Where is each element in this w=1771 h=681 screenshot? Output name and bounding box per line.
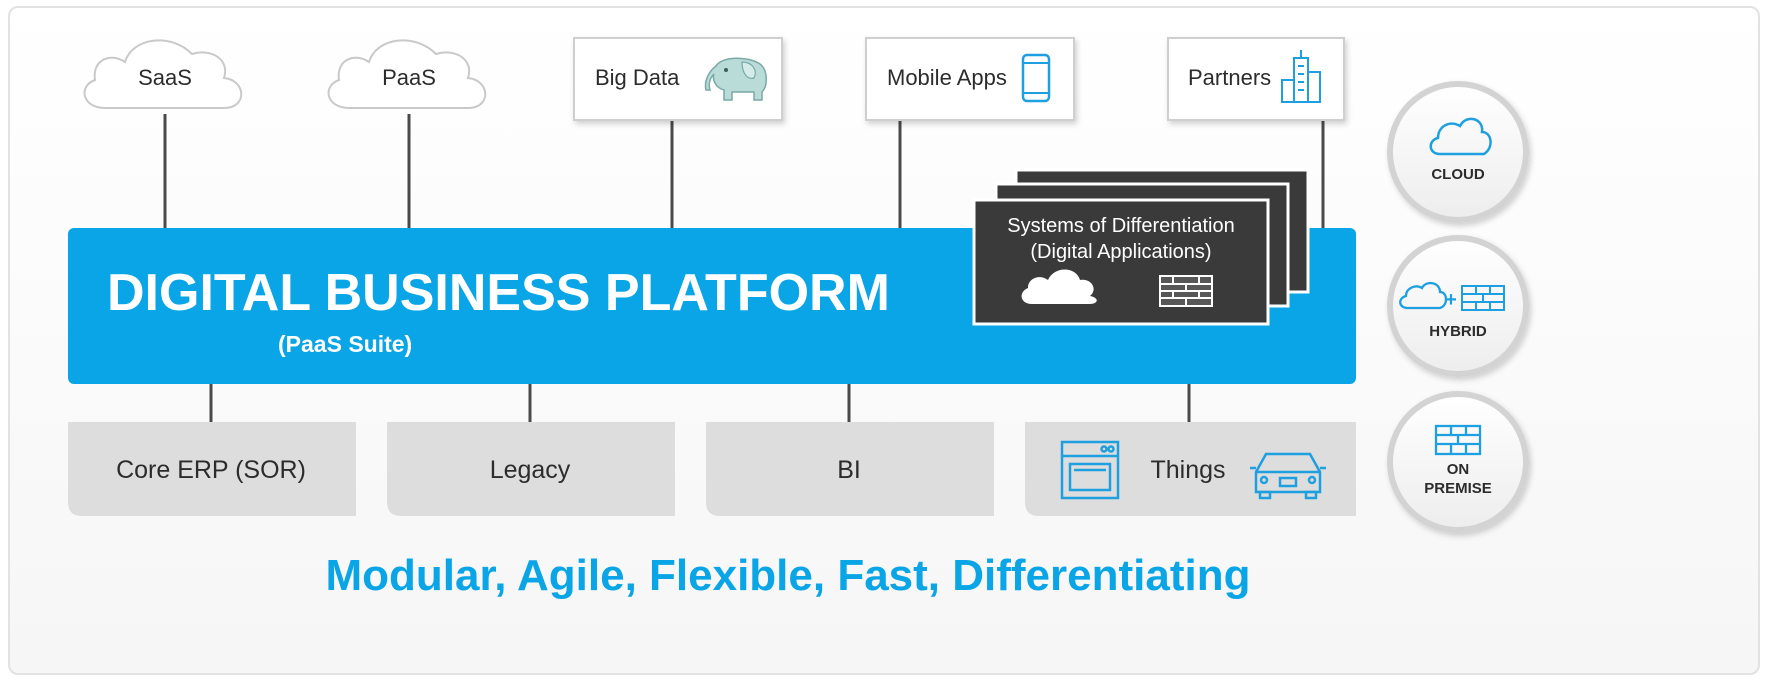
bottom-box xyxy=(706,422,994,516)
architecture-diagram: SaaS PaaS Big Data Mobile Apps Partners xyxy=(68,37,1529,600)
cloud-plus-wall-icon: + xyxy=(1399,281,1505,311)
deployment-label-line1: ON xyxy=(1447,461,1470,478)
platform-title: DIGITAL BUSINESS PLATFORM xyxy=(107,264,890,322)
node-mobile: Mobile Apps xyxy=(865,37,1075,121)
deployment-hybrid: + HYBRID xyxy=(1387,235,1529,377)
node-paas: PaaS xyxy=(327,39,487,109)
node-label: Core ERP (SOR) xyxy=(116,456,306,484)
car-icon xyxy=(1250,452,1326,500)
node-label: BI xyxy=(837,456,861,484)
appliance-icon xyxy=(1060,440,1120,500)
differentiation-stack: Systems of Differentiation (Digital Appl… xyxy=(972,168,1310,326)
mobile-phone-icon xyxy=(1021,53,1051,103)
node-core-erp: Core ERP (SOR) xyxy=(68,422,356,516)
deployment-cloud: CLOUD xyxy=(1387,81,1529,223)
deployment-on-premise: ON PREMISE xyxy=(1387,391,1529,533)
node-saas: SaaS xyxy=(83,39,243,109)
cloud-icon xyxy=(1021,269,1097,304)
platform-subtitle: (PaaS Suite) xyxy=(278,331,412,357)
svg-text:+: + xyxy=(1445,289,1457,311)
node-label: SaaS xyxy=(138,65,192,90)
cloud-outline-icon xyxy=(83,39,243,109)
deployment-label-line2: PREMISE xyxy=(1424,480,1492,497)
node-legacy: Legacy xyxy=(387,422,675,516)
differentiation-line1: Systems of Differentiation xyxy=(1007,215,1235,237)
node-label: PaaS xyxy=(382,65,436,90)
stack-card-front xyxy=(972,198,1270,326)
node-things: Things xyxy=(1025,422,1356,516)
bottom-connectors xyxy=(209,384,1191,422)
cloud-outline-icon xyxy=(1429,117,1492,156)
node-label: Big Data xyxy=(595,65,680,90)
node-label: Partners xyxy=(1188,65,1271,90)
node-bigdata: Big Data xyxy=(573,37,783,121)
bottom-box xyxy=(387,422,675,516)
tagline: Modular, Agile, Flexible, Fast, Differen… xyxy=(326,551,1251,600)
differentiation-line2: (Digital Applications) xyxy=(1030,241,1211,263)
buildings-icon xyxy=(1281,50,1321,103)
node-bi: BI xyxy=(706,422,994,516)
top-connectors xyxy=(163,114,1325,234)
node-label: Legacy xyxy=(490,456,571,484)
diagram-frame: SaaS PaaS Big Data Mobile Apps Partners xyxy=(8,6,1760,675)
deployment-label: CLOUD xyxy=(1431,166,1484,183)
deployment-label: HYBRID xyxy=(1429,323,1487,340)
elephant-icon xyxy=(704,57,767,101)
bottom-box xyxy=(68,422,356,516)
node-partners: Partners xyxy=(1167,37,1345,121)
brick-wall-icon xyxy=(1434,424,1482,456)
node-label: Things xyxy=(1150,456,1225,484)
brick-wall-icon xyxy=(1159,275,1213,307)
node-label: Mobile Apps xyxy=(887,65,1007,90)
cloud-outline-icon xyxy=(327,39,487,109)
